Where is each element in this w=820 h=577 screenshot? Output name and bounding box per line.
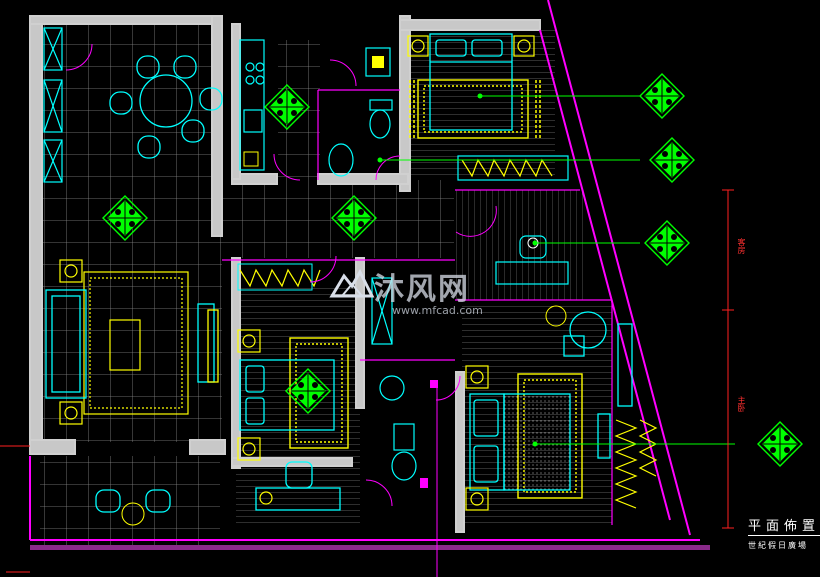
watermark-text-en: www.mfcad.com (392, 304, 483, 317)
title-block: 平面佈置 世紀假日廣場 (748, 515, 820, 551)
title-underline (748, 535, 820, 536)
watermark-text-cn: 沐风网 (374, 272, 470, 307)
dimension-label-master: 主卧 (737, 396, 746, 412)
drawing-title: 平面佈置 (748, 519, 820, 534)
logo-mountain-icon (329, 268, 375, 298)
room-tag-diamond-icon (639, 73, 685, 119)
room-tag-diamond-icon (644, 220, 690, 266)
dimension-label-guest: 客房 (737, 238, 746, 254)
watermark: 沐风网 www.mfcad.com (330, 264, 483, 317)
project-name: 世紀假日廣場 (748, 541, 808, 550)
room-tag-diamond-icon (649, 137, 695, 183)
room-tag-diamond-icon (757, 421, 803, 467)
